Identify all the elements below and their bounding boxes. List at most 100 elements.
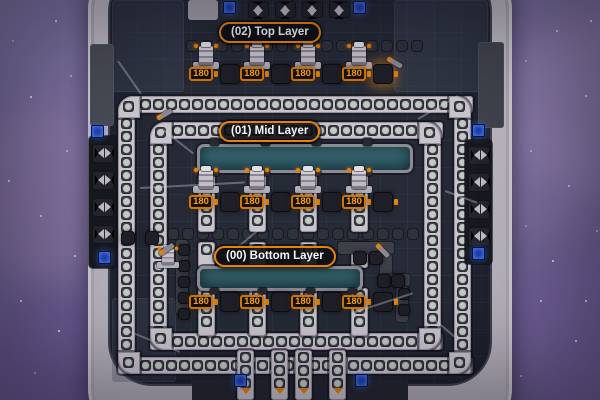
conveyor-belt[interactable]	[170, 333, 443, 350]
storage-grid-box[interactable]	[322, 192, 342, 212]
sorter-tower[interactable]	[346, 166, 372, 193]
sorter-tower-part	[352, 170, 366, 189]
traffic-monitor-badge[interactable]: 180	[240, 295, 264, 309]
belt-corner[interactable]	[449, 352, 471, 374]
sorter-tower[interactable]	[193, 166, 219, 193]
conveyor-belt[interactable]	[198, 242, 215, 268]
storage-grid-box[interactable]	[373, 192, 393, 212]
traffic-monitor-badge[interactable]: 180	[342, 67, 366, 81]
underlayer-belt-box	[287, 228, 299, 240]
conveyor-belt[interactable]	[329, 350, 346, 400]
belt-item	[185, 125, 196, 136]
layer-label-pill-bottom[interactable]: (00) Bottom Layer	[214, 246, 336, 267]
side-port-tile[interactable]	[468, 200, 490, 219]
storage-grid-box[interactable]	[121, 231, 135, 245]
connector-nub	[214, 199, 218, 205]
belt-item	[237, 336, 248, 347]
vertical-port-tile[interactable]	[329, 1, 350, 19]
layer-label-pill-top[interactable]: (02) Top Layer	[219, 22, 321, 43]
side-port-tile[interactable]	[92, 171, 114, 190]
belt-item	[374, 360, 385, 371]
side-port-tile[interactable]	[92, 198, 114, 217]
traffic-monitor-badge[interactable]: 180	[189, 67, 213, 81]
liquid-tank[interactable]	[197, 266, 363, 291]
traffic-monitor-badge[interactable]: 180	[189, 195, 213, 209]
belt-item	[153, 157, 164, 168]
signal-light-blue[interactable]	[472, 124, 485, 137]
belt-corner[interactable]	[150, 328, 172, 350]
storage-grid-box[interactable]	[369, 251, 383, 265]
side-port-tile[interactable]	[92, 144, 114, 163]
sorter-tower-part	[244, 62, 270, 69]
sorter-tower-part	[193, 186, 219, 193]
traffic-monitor-badge[interactable]: 180	[342, 295, 366, 309]
storage-grid-box[interactable]	[220, 192, 240, 212]
conveyor-belt[interactable]	[271, 350, 288, 400]
belt-corner[interactable]	[449, 96, 471, 118]
belt-item	[244, 99, 255, 110]
traffic-monitor-badge[interactable]: 180	[189, 295, 213, 309]
sorter-tower[interactable]	[295, 166, 321, 193]
star	[66, 150, 68, 152]
belt-corner[interactable]	[118, 96, 140, 118]
vertical-port-tile[interactable]	[275, 1, 296, 19]
signal-light-blue[interactable]	[234, 374, 247, 387]
side-port-tile[interactable]	[468, 173, 490, 192]
belt-item	[361, 99, 372, 110]
storage-grid-box[interactable]	[271, 64, 291, 84]
belt-item	[303, 215, 314, 226]
storage-grid-box[interactable]	[220, 64, 240, 84]
storage-grid-box[interactable]	[373, 292, 393, 312]
storage-grid-box[interactable]	[271, 192, 291, 212]
side-port-tile[interactable]	[468, 146, 490, 165]
conveyor-belt[interactable]	[138, 96, 473, 113]
storage-grid-box[interactable]	[220, 292, 240, 312]
traffic-monitor-badge[interactable]: 180	[291, 295, 315, 309]
belt-corner[interactable]	[419, 328, 441, 350]
conveyor-belt[interactable]	[118, 116, 135, 374]
storage-grid-box[interactable]	[322, 64, 342, 84]
belt-corner[interactable]	[419, 122, 441, 144]
signal-light-blue[interactable]	[98, 251, 111, 264]
sorter-tower[interactable]	[244, 166, 270, 193]
belt-item	[166, 99, 177, 110]
vertical-port-tile[interactable]	[248, 1, 269, 19]
traffic-monitor-badge[interactable]: 180	[291, 67, 315, 81]
signal-light-blue[interactable]	[472, 247, 485, 260]
belt-item	[121, 209, 132, 220]
storage-grid-box[interactable]	[391, 274, 405, 288]
storage-grid-box[interactable]	[271, 292, 291, 312]
storage-grid-box[interactable]	[373, 64, 393, 84]
belt-corner[interactable]	[118, 352, 140, 374]
belt-item	[309, 99, 320, 110]
storage-grid-box[interactable]	[377, 274, 391, 288]
sorter-tower[interactable]	[244, 42, 270, 69]
signal-light-blue[interactable]	[353, 1, 366, 14]
signal-light-blue[interactable]	[355, 374, 368, 387]
belt-item	[123, 101, 134, 112]
belt-corner[interactable]	[150, 122, 172, 144]
sorter-tower[interactable]	[346, 42, 372, 69]
side-port-tile[interactable]	[92, 225, 114, 244]
storage-grid-box[interactable]	[322, 292, 342, 312]
storage-grid-box[interactable]	[145, 231, 159, 245]
traffic-monitor-badge[interactable]: 180	[240, 67, 264, 81]
storage-grid-box[interactable]	[353, 251, 367, 265]
conveyor-belt[interactable]	[295, 350, 312, 400]
star	[58, 330, 60, 332]
vertical-port-tile[interactable]	[302, 1, 323, 19]
sorter-tower[interactable]	[193, 42, 219, 69]
belt-item	[153, 360, 164, 371]
signal-light-blue[interactable]	[91, 125, 104, 138]
sorter-indicator-light	[194, 44, 198, 48]
traffic-monitor-badge[interactable]: 180	[342, 195, 366, 209]
signal-light-blue[interactable]	[223, 1, 236, 14]
traffic-monitor-badge[interactable]: 180	[291, 195, 315, 209]
conveyor-belt[interactable]	[424, 142, 441, 350]
layer-label-pill-mid[interactable]: (01) Mid Layer	[219, 121, 321, 142]
traffic-monitor-badge[interactable]: 180	[240, 195, 264, 209]
belt-item	[172, 336, 183, 347]
belt-item	[454, 101, 465, 112]
side-port-tile[interactable]	[468, 227, 490, 246]
sorter-tower[interactable]	[295, 42, 321, 69]
